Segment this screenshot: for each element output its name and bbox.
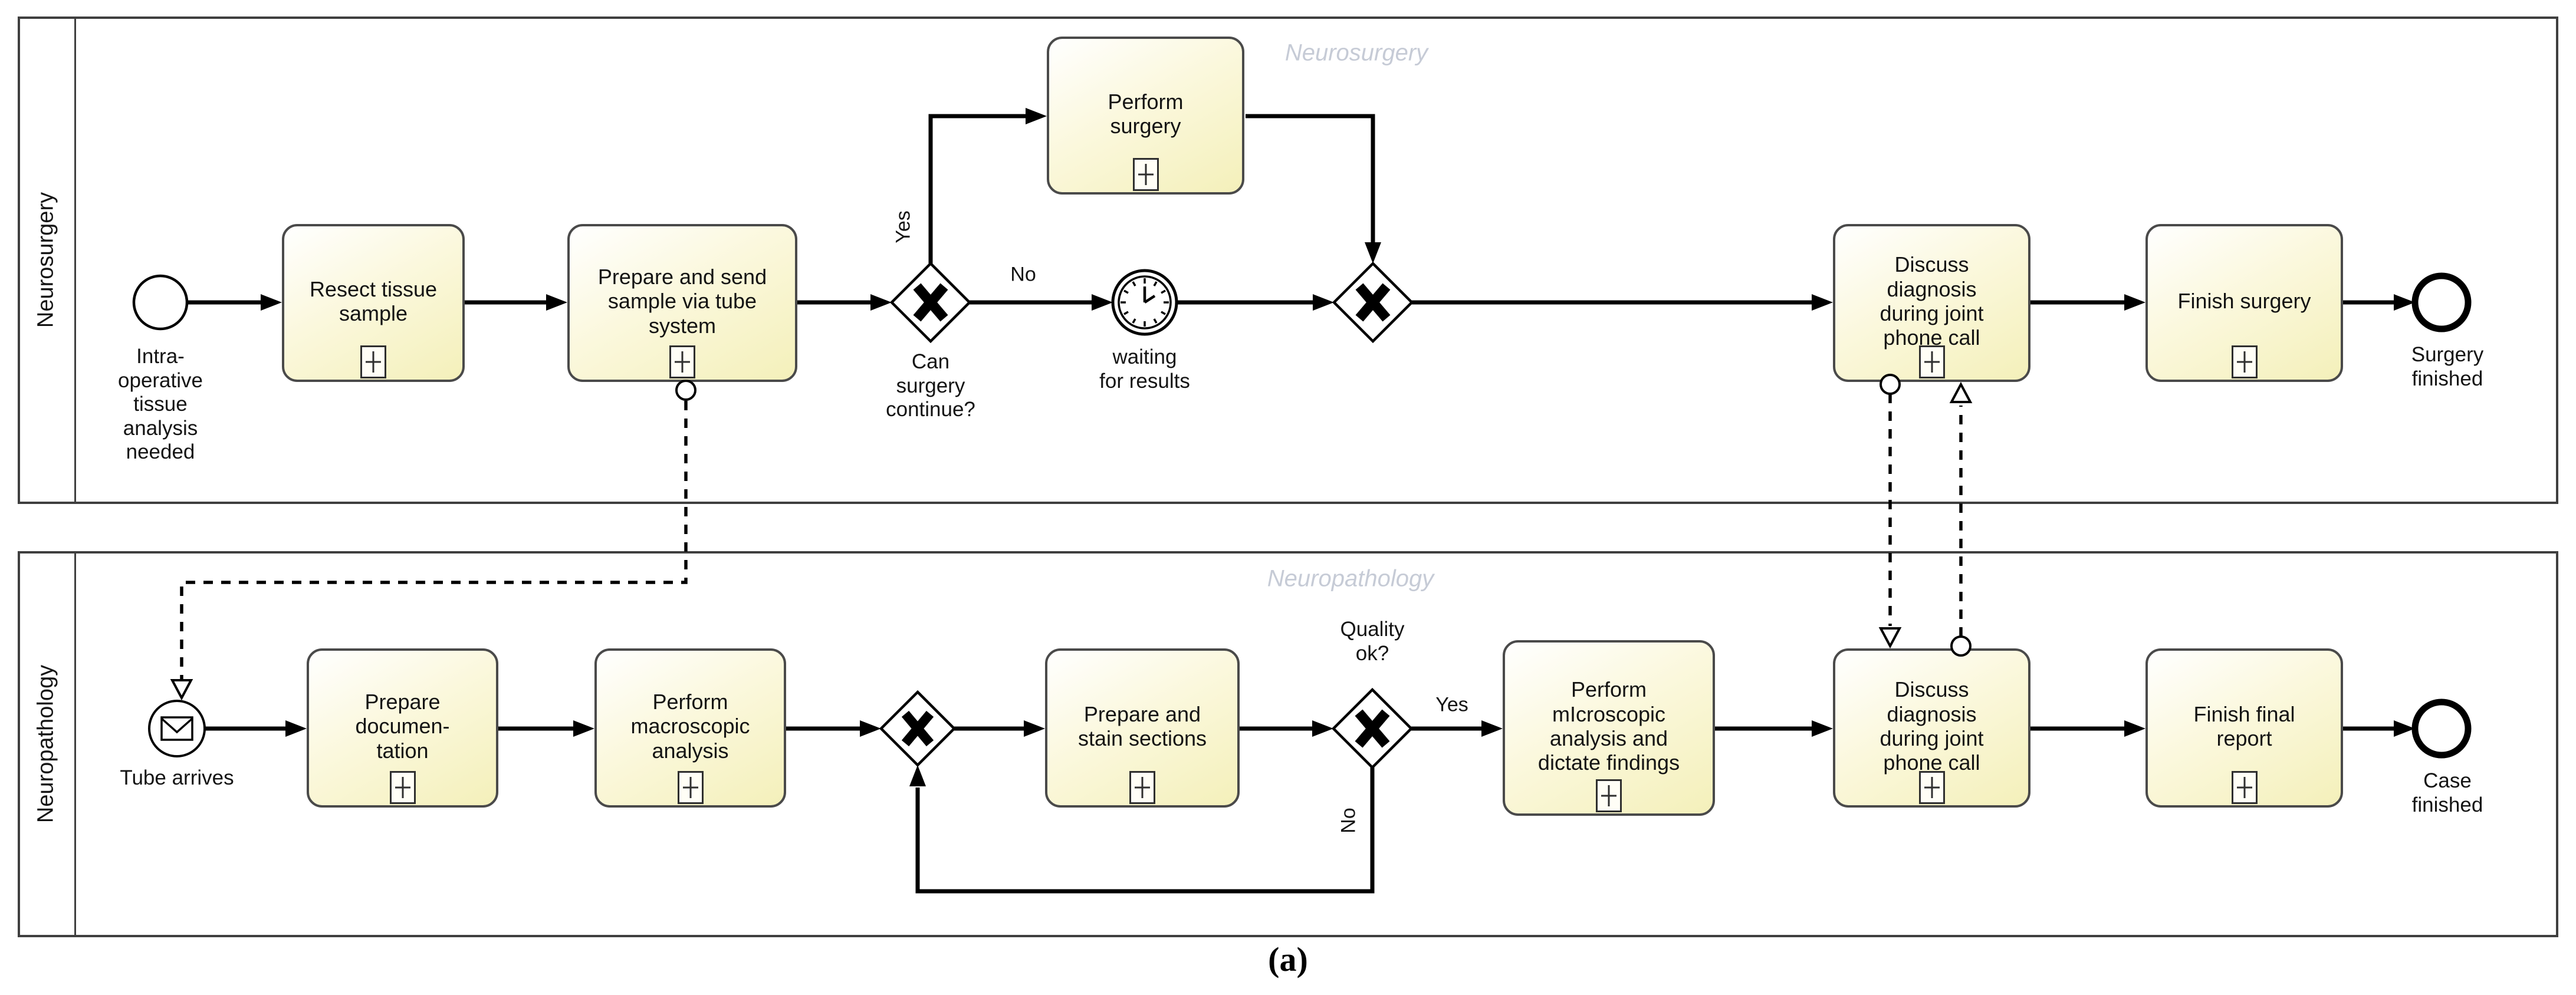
label-timer-event: waiting for results <box>1099 345 1190 393</box>
task-label: Discuss diagnosis during joint phone cal… <box>1880 677 1984 775</box>
task-discuss-diagnosis-neurosurgery: Discuss diagnosis during joint phone cal… <box>1833 224 2030 382</box>
task-perform-macroscopic-analysis: Perform macroscopic analysis <box>594 648 786 808</box>
task-label: Prepare and stain sections <box>1077 701 1207 750</box>
subprocess-plus-icon <box>1596 779 1622 812</box>
task-label: Perform mIcroscopic analysis and dictate… <box>1537 677 1680 775</box>
label-no-neuropathology: No <box>1337 808 1360 833</box>
subprocess-plus-icon <box>360 345 386 378</box>
task-perform-surgery: Perform surgery <box>1047 37 1244 195</box>
label-yes-neurosurgery: Yes <box>892 210 915 243</box>
label-no-neurosurgery: No <box>1010 263 1036 286</box>
task-label: Perform surgery <box>1108 89 1184 138</box>
task-prepare-send-sample: Prepare and send sample via tube system <box>567 224 797 382</box>
label-message-start-event: Tube arrives <box>120 766 234 789</box>
subprocess-plus-icon <box>1132 158 1159 191</box>
label-start-event: Intra- operative tissue analysis needed <box>118 345 203 464</box>
subprocess-plus-icon <box>669 345 695 378</box>
subprocess-plus-icon <box>1918 345 1945 378</box>
lane-title-neurosurgery: Neurosurgery <box>33 192 58 328</box>
label-gateway-quality: Quality ok? <box>1340 618 1405 665</box>
task-label: Prepare documen- tation <box>355 689 450 763</box>
subprocess-plus-icon <box>1129 771 1155 804</box>
task-label: Perform macroscopic analysis <box>630 689 750 763</box>
watermark-neurosurgery: Neurosurgery <box>1284 39 1428 66</box>
label-end-event-surgery: Surgery finished <box>2411 343 2484 390</box>
task-label: Resect tissue sample <box>309 276 438 325</box>
label-yes-neuropathology: Yes <box>1435 693 1468 716</box>
task-discuss-diagnosis-neuropathology: Discuss diagnosis during joint phone cal… <box>1833 648 2030 808</box>
subprocess-plus-icon <box>1918 771 1945 804</box>
task-prepare-documentation: Prepare documen- tation <box>307 648 498 808</box>
task-prepare-stain-sections: Prepare and stain sections <box>1045 648 1240 808</box>
lane-label-divider <box>74 553 76 935</box>
lane-title-neuropathology: Neuropathology <box>33 664 58 823</box>
task-perform-microscopic-analysis: Perform mIcroscopic analysis and dictate… <box>1503 640 1715 816</box>
task-finish-surgery: Finish surgery <box>2145 224 2343 382</box>
subprocess-plus-icon <box>2231 771 2258 804</box>
task-label: Prepare and send sample via tube system <box>597 264 767 338</box>
figure-caption: (a) <box>1268 940 1308 978</box>
task-label: Finish surgery <box>2177 289 2311 314</box>
label-gateway-can-continue: Can surgery continue? <box>886 350 975 421</box>
subprocess-plus-icon <box>677 771 704 804</box>
task-label: Discuss diagnosis during joint phone cal… <box>1880 252 1984 350</box>
task-resect-tissue-sample: Resect tissue sample <box>282 224 465 382</box>
label-end-event-case: Case finished <box>2411 769 2483 816</box>
watermark-neuropathology: Neuropathology <box>1267 565 1434 592</box>
lane-label-divider <box>74 19 76 502</box>
task-finish-final-report: Finish final report <box>2145 648 2343 808</box>
task-label: Finish final report <box>2193 701 2295 750</box>
subprocess-plus-icon <box>389 771 416 804</box>
subprocess-plus-icon <box>2231 345 2258 378</box>
